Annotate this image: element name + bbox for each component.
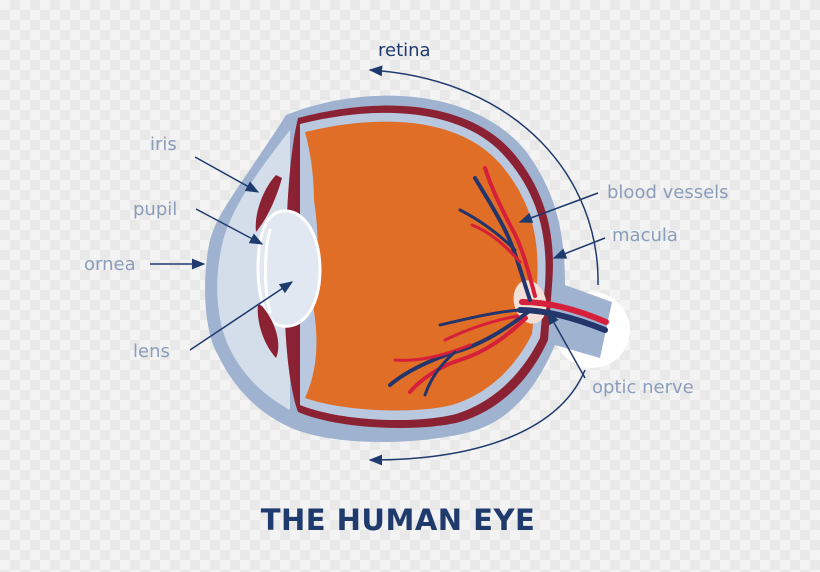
label-lens: lens (133, 341, 170, 362)
lens-highlight (264, 228, 272, 314)
iris-lower (257, 304, 279, 358)
pupil-arrow (195, 208, 264, 245)
blood-vessel-upper-3 (458, 208, 517, 252)
label-blood-vessels: blood vessels (607, 182, 729, 203)
blood-vessel-lower-4 (443, 314, 520, 342)
lens (256, 209, 322, 328)
retina-arrow-lower (368, 369, 586, 466)
lens-arrow (189, 281, 294, 351)
macula-arrow (552, 237, 606, 259)
blood-vessel-lower-6 (423, 350, 457, 397)
blood-vessel-upper-2 (483, 166, 537, 298)
optic-nerve-artery (519, 299, 609, 325)
label-retina: retina (378, 40, 431, 61)
blood-vessel-lower-2 (408, 316, 528, 394)
label-cornea: ornea (84, 254, 136, 275)
label-macula: macula (612, 225, 678, 246)
blood-vessel-upper-4 (470, 223, 522, 264)
blood-vessel-lower-3 (438, 308, 522, 327)
blood-vessel-upper-1 (473, 176, 532, 302)
diagram-title: THE HUMAN EYE (261, 503, 536, 537)
iris-upper (255, 175, 282, 232)
iris-arrow (194, 156, 260, 193)
label-optic-nerve: optic nerve (592, 377, 694, 398)
optic-nerve-arrow (547, 310, 586, 379)
label-iris: iris (150, 134, 177, 155)
blood-vessels-arrow (518, 192, 599, 223)
vitreous-body (305, 121, 538, 411)
blood-vessel-lower-5 (393, 343, 472, 362)
retina-arrow-upper (368, 65, 599, 286)
label-pupil: pupil (133, 199, 177, 220)
